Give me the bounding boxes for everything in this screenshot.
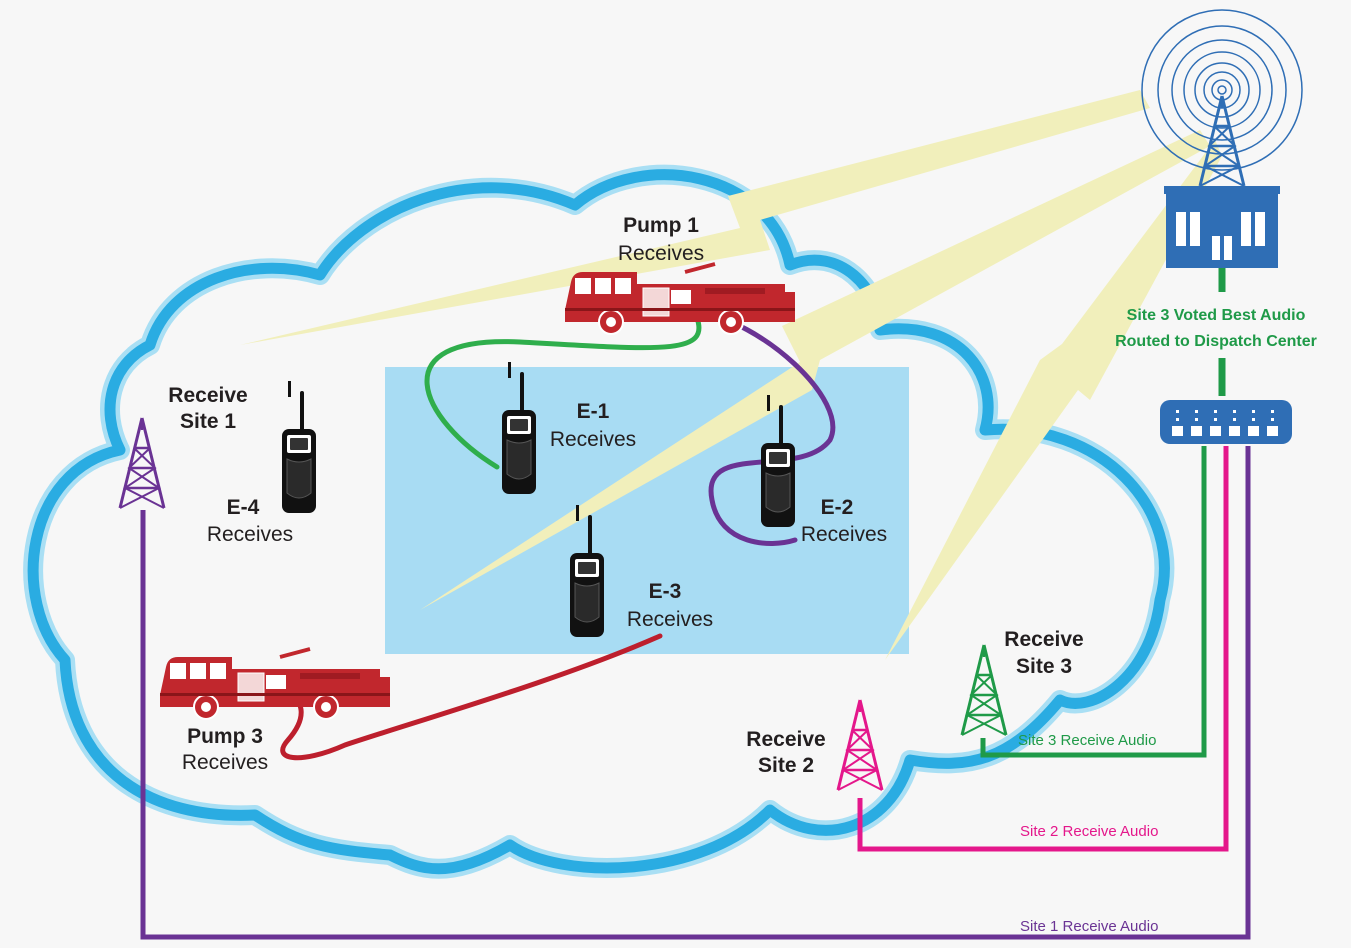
voted-best-audio-label: Site 3 Voted Best Audio: [1127, 307, 1306, 324]
site1-label: Receive: [168, 384, 247, 407]
e2-status: Receives: [801, 523, 887, 546]
voting-comparator-icon: [1160, 400, 1292, 444]
site3-label-2: Site 3: [1016, 655, 1072, 678]
site2-label: Receive: [746, 728, 825, 751]
site1-audio-label: Site 1 Receive Audio: [1020, 918, 1158, 935]
handheld-radio-icon: [281, 380, 317, 514]
e1-name: E-1: [577, 400, 610, 423]
e3-status: Receives: [627, 608, 713, 631]
fire-engine-icon: [158, 647, 392, 721]
pump1-name: Pump 1: [623, 214, 699, 237]
e4-name: E-4: [227, 496, 260, 519]
dispatch-center-building-icon: [1164, 94, 1280, 268]
e1-status: Receives: [550, 428, 636, 451]
radio-tower-icon: [118, 416, 166, 510]
signal-beams: [240, 90, 1222, 660]
site1-audio-wire: [140, 446, 1251, 940]
e3-name: E-3: [649, 580, 682, 603]
radio-tower-icon: [960, 643, 1008, 737]
pump3-status: Receives: [182, 751, 268, 774]
site3-audio-label: Site 3 Receive Audio: [1018, 732, 1156, 749]
coverage-cloud: [23, 164, 1175, 879]
e4-status: Receives: [207, 523, 293, 546]
site2-label-2: Site 2: [758, 754, 814, 777]
radio-tower-icon: [836, 698, 884, 792]
e2-name: E-2: [821, 496, 854, 519]
pump3-e3-cord: [280, 633, 663, 761]
routed-to-dispatch-label: Routed to Dispatch Center: [1115, 333, 1317, 350]
coverage-area: [385, 367, 909, 654]
site1-label-2: Site 1: [180, 410, 236, 433]
site2-audio-label: Site 2 Receive Audio: [1020, 823, 1158, 840]
site3-audio-wire: [980, 446, 1207, 758]
site3-label: Receive: [1004, 628, 1083, 651]
site2-audio-wire: [857, 446, 1229, 852]
pump1-e1-cord: [424, 315, 702, 470]
fire-engine-icon: [563, 262, 797, 336]
pump1-status: Receives: [618, 242, 704, 265]
pump3-name: Pump 3: [187, 725, 263, 748]
